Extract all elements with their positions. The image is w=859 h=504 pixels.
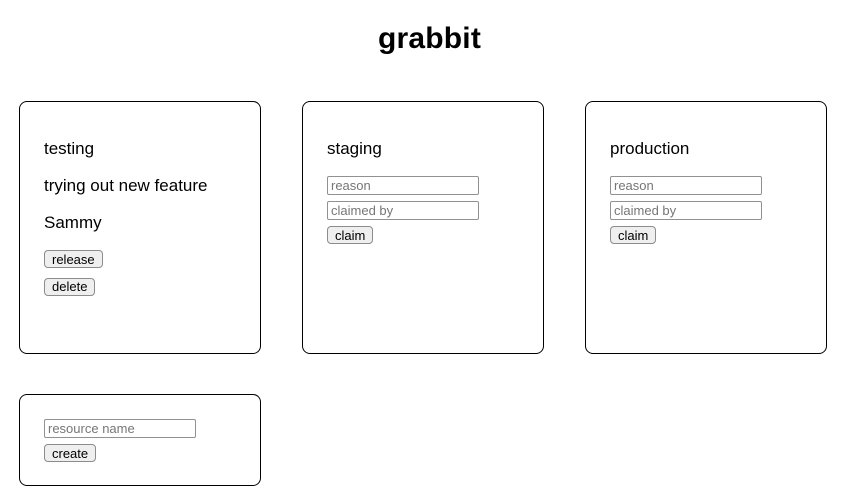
release-button-row: release [44,250,236,269]
app-title: grabbit [377,22,482,55]
reason-field [327,176,519,195]
cards-container: testing trying out new feature Sammy rel… [0,56,832,486]
reason-input[interactable] [610,176,762,195]
delete-button[interactable]: delete [44,277,96,296]
resource-name-input[interactable] [44,419,196,438]
claim-reason-text: trying out new feature [44,176,208,195]
claim-button[interactable]: claim [327,226,374,244]
resource-name-field [44,419,236,438]
create-button[interactable]: create [44,444,97,462]
reason-field [610,176,802,195]
release-button[interactable]: release [44,250,103,268]
claimed-by-text: Sammy [44,213,102,232]
resource-card-testing: testing trying out new feature Sammy rel… [19,101,261,354]
reason-input[interactable] [327,176,479,195]
resource-card-production: production claim [585,101,827,354]
resource-name: staging [327,139,382,158]
claimed-by-field [610,201,802,220]
claimed-by-input[interactable] [610,201,762,220]
claimed-by-input[interactable] [327,201,479,220]
create-resource-card: create [19,394,261,486]
claim-button-row: claim [327,226,519,245]
resource-card-staging: staging claim [302,101,544,354]
resource-name: production [610,139,690,158]
create-button-row: create [44,444,236,463]
claim-button-row: claim [610,226,802,245]
resource-name: testing [44,139,95,158]
claimed-by-field [327,201,519,220]
delete-button-row: delete [44,277,236,297]
claim-button[interactable]: claim [610,226,657,244]
